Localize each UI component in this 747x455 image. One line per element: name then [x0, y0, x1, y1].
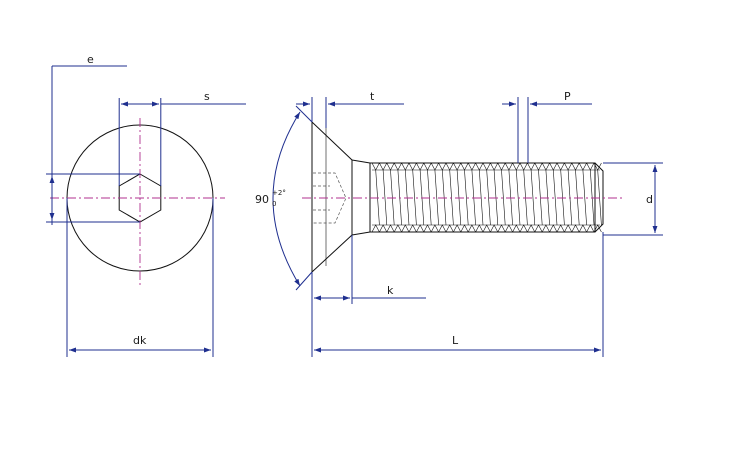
label-d: d	[646, 193, 653, 206]
label-e: e	[87, 53, 94, 66]
label-angle-tol-lower: 0	[272, 200, 276, 208]
threaded-shank	[369, 162, 596, 233]
socket-hidden-lines	[313, 172, 347, 224]
dimension-L: L	[314, 232, 604, 357]
dimension-e: e	[46, 53, 140, 225]
label-s: s	[204, 90, 210, 103]
side-view: 90 +2° 0 t P d	[255, 90, 663, 357]
label-angle: 90	[255, 193, 269, 206]
label-L: L	[452, 334, 459, 347]
dimension-dk: dk	[66, 198, 214, 357]
dimension-angle: 90 +2° 0	[255, 105, 313, 291]
thread-teeth	[371, 162, 602, 233]
dimension-t: t	[296, 90, 404, 128]
dimension-d: d	[603, 162, 663, 236]
dimension-p: P	[502, 90, 592, 163]
top-view: e s dk	[46, 53, 246, 357]
dimension-k: k	[311, 235, 426, 357]
label-p: P	[564, 90, 571, 103]
shank-chamfer-end	[594, 162, 604, 233]
label-angle-tol-upper: +2°	[272, 189, 286, 197]
label-k: k	[387, 284, 394, 297]
label-dk: dk	[133, 334, 147, 347]
label-t: t	[370, 90, 375, 103]
dimension-s: s	[118, 90, 246, 186]
countersunk-head	[311, 120, 353, 274]
